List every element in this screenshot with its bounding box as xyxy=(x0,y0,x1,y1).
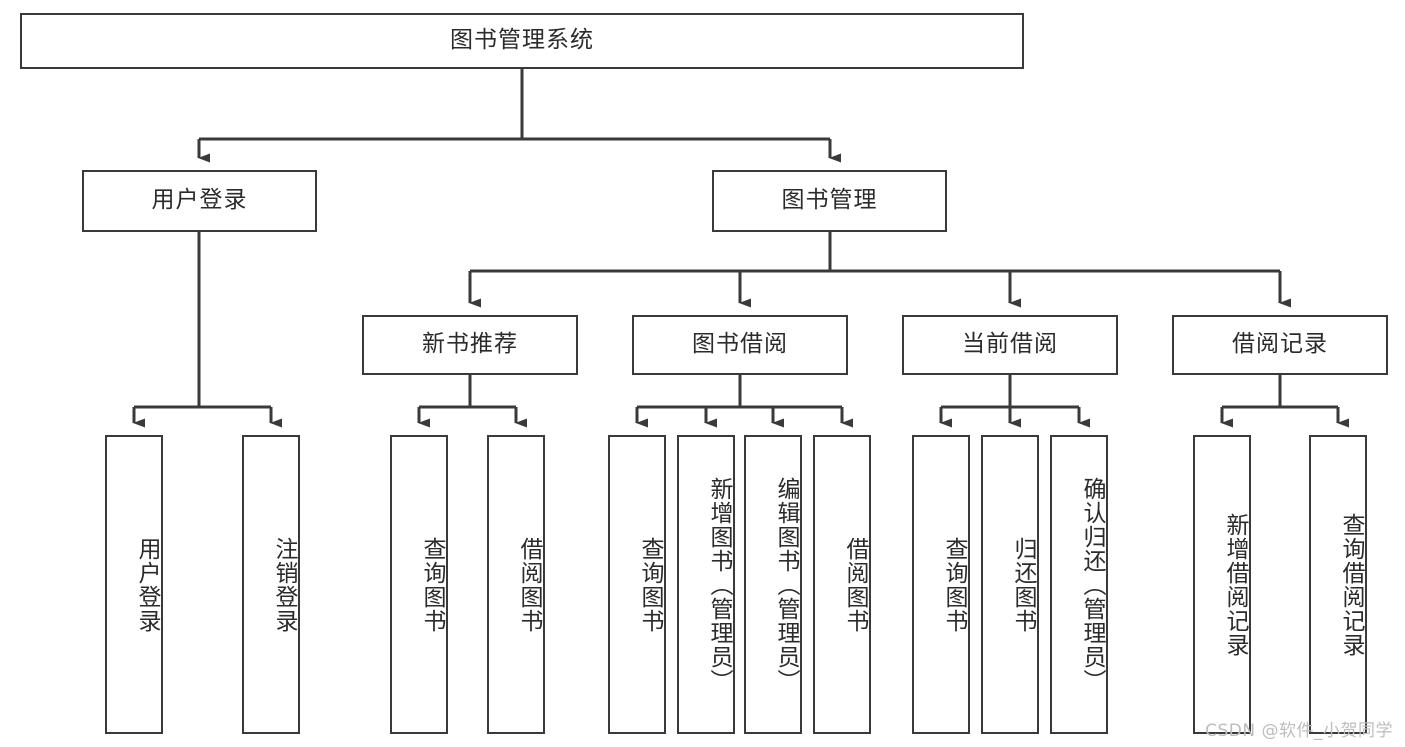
node-leaf-user-login-signin[interactable]: 用户登录 xyxy=(105,435,163,734)
node-book-management[interactable]: 图书管理 xyxy=(712,170,947,232)
node-leaf-borrow-edit-book-label: 编辑图书（管理员） xyxy=(773,476,799,693)
node-leaf-record-query[interactable]: 查询借阅记录 xyxy=(1309,435,1367,734)
node-leaf-current-confirm-return[interactable]: 确认归还（管理员） xyxy=(1050,435,1108,734)
node-user-login[interactable]: 用户登录 xyxy=(82,170,317,232)
node-book-borrow-label: 图书借阅 xyxy=(692,331,788,358)
node-book-management-label: 图书管理 xyxy=(781,187,878,214)
node-leaf-user-login-signout-label: 注销登录 xyxy=(271,536,297,633)
node-leaf-current-return-book-label: 归还图书 xyxy=(1010,536,1036,633)
node-leaf-borrow-add-book-label: 新增图书（管理员） xyxy=(706,476,732,693)
node-leaf-new-book-query[interactable]: 查询图书 xyxy=(390,435,448,734)
node-leaf-current-confirm-return-label: 确认归还（管理员） xyxy=(1079,476,1105,693)
node-leaf-borrow-borrow-book-label: 借阅图书 xyxy=(842,536,868,633)
node-borrow-record-label: 借阅记录 xyxy=(1232,331,1328,358)
node-leaf-current-query-book[interactable]: 查询图书 xyxy=(912,435,970,734)
node-leaf-borrow-borrow-book[interactable]: 借阅图书 xyxy=(813,435,871,734)
node-leaf-new-book-query-label: 查询图书 xyxy=(419,536,445,633)
node-leaf-borrow-query-book-label: 查询图书 xyxy=(637,536,663,633)
node-leaf-new-book-borrow[interactable]: 借阅图书 xyxy=(487,435,545,734)
node-leaf-borrow-add-book[interactable]: 新增图书（管理员） xyxy=(677,435,735,734)
node-leaf-user-login-signin-label: 用户登录 xyxy=(134,536,160,633)
csdn-watermark: CSDN @软件_小贺同学 xyxy=(1205,721,1393,741)
node-leaf-borrow-query-book[interactable]: 查询图书 xyxy=(608,435,666,734)
node-leaf-user-login-signout[interactable]: 注销登录 xyxy=(242,435,300,734)
node-leaf-borrow-edit-book[interactable]: 编辑图书（管理员） xyxy=(744,435,802,734)
node-leaf-record-add[interactable]: 新增借阅记录 xyxy=(1193,435,1251,734)
node-leaf-current-return-book[interactable]: 归还图书 xyxy=(981,435,1039,734)
node-leaf-current-query-book-label: 查询图书 xyxy=(941,536,967,633)
node-user-login-label: 用户登录 xyxy=(151,187,248,214)
node-leaf-new-book-borrow-label: 借阅图书 xyxy=(516,536,542,633)
node-leaf-record-add-label: 新增借阅记录 xyxy=(1222,512,1248,657)
node-root-system[interactable]: 图书管理系统 xyxy=(20,13,1024,69)
node-new-book-recommend-label: 新书推荐 xyxy=(422,331,518,358)
node-leaf-record-query-label: 查询借阅记录 xyxy=(1338,512,1364,657)
node-root-system-label: 图书管理系统 xyxy=(450,27,594,54)
node-new-book-recommend[interactable]: 新书推荐 xyxy=(362,315,578,375)
node-current-borrow[interactable]: 当前借阅 xyxy=(902,315,1118,375)
node-current-borrow-label: 当前借阅 xyxy=(962,331,1058,358)
node-book-borrow[interactable]: 图书借阅 xyxy=(632,315,848,375)
node-borrow-record[interactable]: 借阅记录 xyxy=(1172,315,1388,375)
